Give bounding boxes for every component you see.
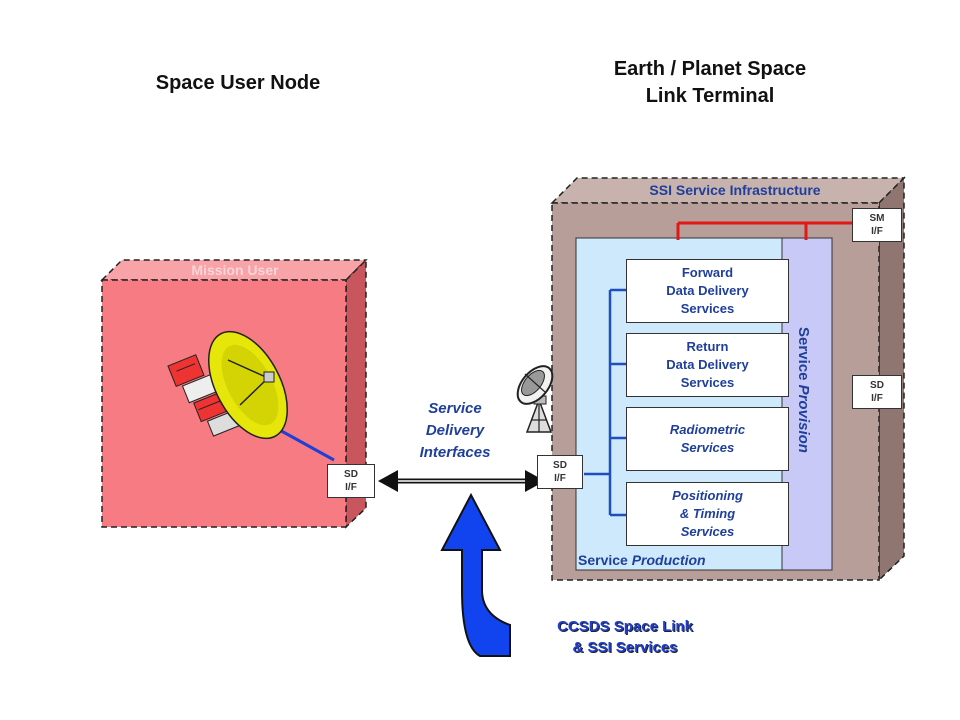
- spacecraft-icon: [167, 330, 288, 440]
- forward-line3: Services: [680, 301, 735, 316]
- service-tree-lines: [584, 288, 626, 517]
- terminal-title-line1: Earth / Planet Space: [613, 58, 807, 80]
- ccsds-label: CCSDS Space Link & SSI Services: [520, 616, 730, 658]
- ssi-left-sd-interface: SD I/F: [537, 455, 583, 489]
- radiometric-line1: Radiometric: [669, 422, 746, 437]
- service-provision-label: Service Provision: [794, 315, 812, 465]
- return-line1: Return: [686, 339, 729, 354]
- ccsds-line2: & SSI Services: [572, 639, 678, 656]
- service-delivery-interfaces-label: Service Delivery Interfaces: [395, 398, 515, 464]
- return-line2: Data Delivery: [666, 357, 749, 372]
- forward-line1: Forward: [681, 265, 734, 280]
- mission-user-label: Mission User: [191, 262, 279, 278]
- positioning-line3: Services: [680, 524, 735, 539]
- positioning-line2: & Timing: [679, 506, 736, 521]
- ssi-right-sd-if-line2: I/F: [871, 393, 883, 404]
- sm-if-line1: SM: [869, 213, 885, 224]
- forward-line2: Data Delivery: [666, 283, 749, 298]
- sm-bus-lines: [676, 221, 852, 240]
- forward-data-delivery-services-box: Forward Data Delivery Services: [626, 259, 789, 323]
- positioning-line1: Positioning: [672, 488, 743, 503]
- service-provision-word1: Service: [795, 327, 812, 385]
- ssi-left-sd-if-line1: SD: [553, 460, 567, 471]
- return-data-delivery-services-box: Return Data Delivery Services: [626, 333, 789, 397]
- terminal-title-line2: Link Terminal: [645, 85, 775, 107]
- ccsds-line1: CCSDS Space Link: [557, 618, 693, 635]
- positioning-timing-services-box: Positioning & Timing Services: [626, 482, 789, 546]
- sm-if-line2: I/F: [871, 226, 883, 237]
- spacecraft-link-line: [275, 426, 335, 462]
- service-production-label: Service Production: [578, 552, 706, 568]
- mission-sd-if-line1: SD: [344, 469, 358, 480]
- sdi-line1: Service: [428, 400, 482, 417]
- radiometric-services-box: Radiometric Services: [626, 407, 789, 471]
- terminal-title: Earth / Planet Space Link Terminal: [560, 56, 860, 110]
- sdi-line3: Interfaces: [419, 444, 491, 461]
- space-user-node-title: Space User Node: [155, 72, 321, 94]
- service-delivery-arrow: [378, 470, 545, 492]
- ssi-right-sd-interface: SD I/F: [852, 375, 902, 409]
- mission-sd-interface: SD I/F: [327, 464, 375, 498]
- ssi-right-sd-if-line1: SD: [870, 380, 884, 391]
- service-production-word2: Production: [631, 552, 706, 568]
- ground-antenna-icon: [516, 365, 554, 433]
- sm-interface: SM I/F: [852, 208, 902, 242]
- sdi-line2: Delivery: [425, 422, 485, 439]
- ccsds-curved-arrow: [440, 492, 511, 657]
- service-provision-word2: Provision: [795, 384, 812, 453]
- service-production-word1: Service: [578, 552, 632, 568]
- radiometric-line2: Services: [680, 440, 735, 455]
- return-line3: Services: [680, 375, 735, 390]
- mission-sd-if-line2: I/F: [345, 482, 357, 493]
- ssi-infrastructure-label: SSI Service Infrastructure: [649, 182, 821, 198]
- ssi-left-sd-if-line2: I/F: [554, 473, 566, 484]
